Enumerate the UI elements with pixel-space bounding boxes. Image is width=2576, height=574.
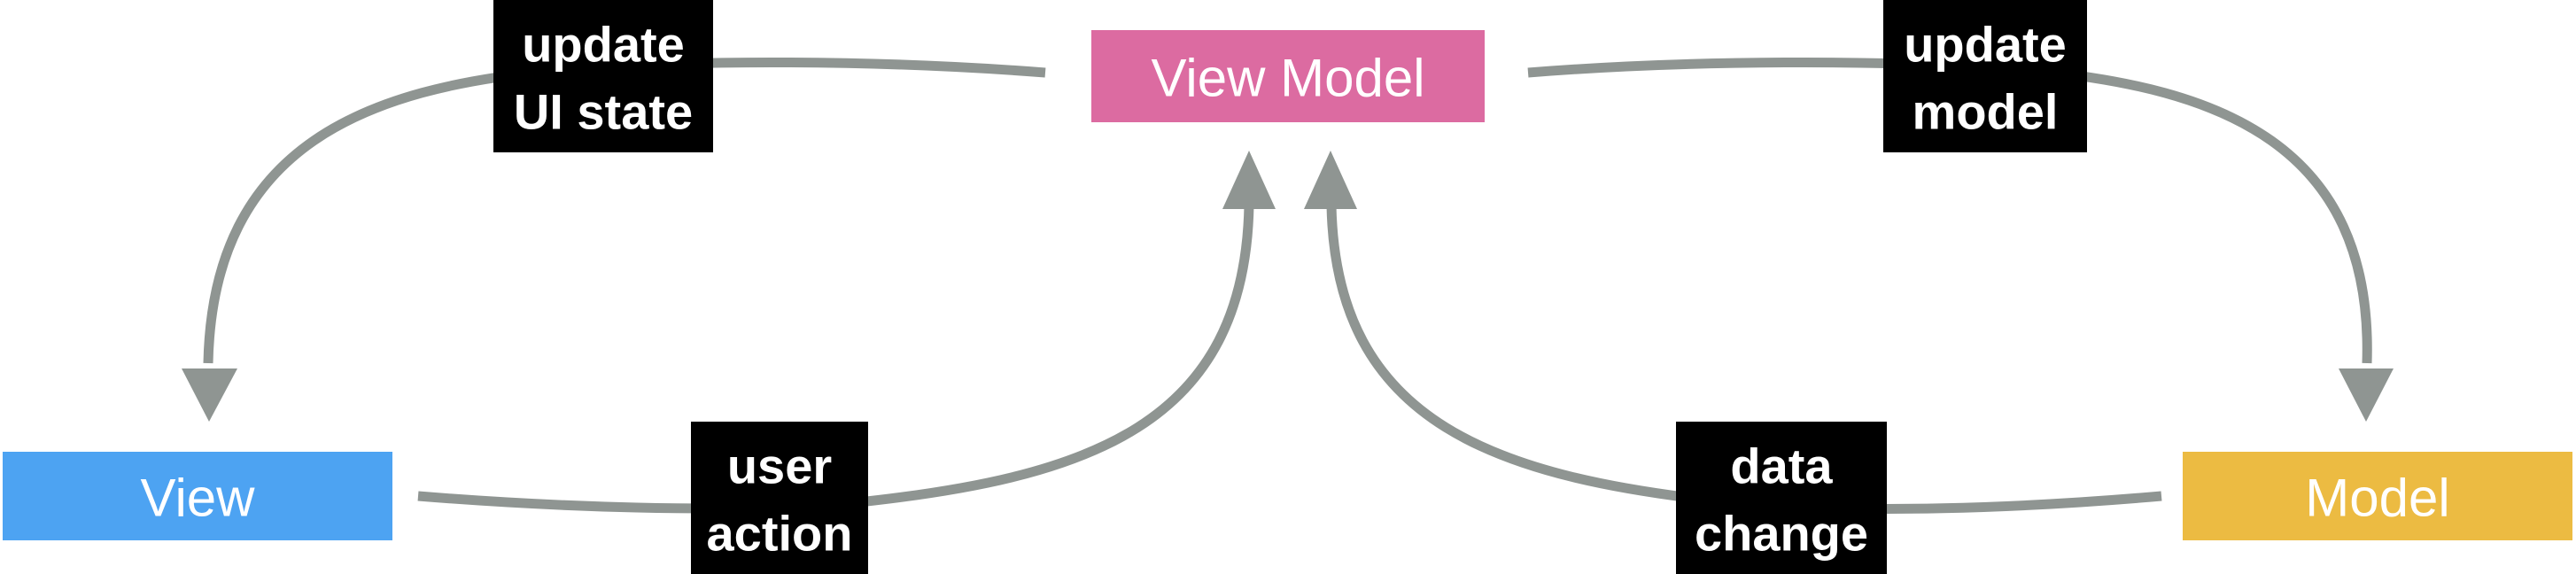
edge-user-action bbox=[417, 151, 1276, 514]
label-update-model-line1: update bbox=[1904, 17, 2067, 73]
model-box bbox=[2183, 452, 2572, 540]
arrowhead-user-action-to-view-model bbox=[1222, 151, 1276, 209]
label-data-change-line2: change bbox=[1695, 506, 1868, 562]
label-update-ui-state-line1: update bbox=[522, 17, 685, 73]
node-view-model: View Model bbox=[1091, 30, 1485, 122]
label-user-action-box bbox=[691, 422, 868, 574]
arrowhead-to-view bbox=[182, 368, 237, 422]
label-user-action: user action bbox=[691, 422, 868, 574]
arrowhead-to-model bbox=[2339, 368, 2394, 422]
label-data-change: data change bbox=[1676, 422, 1887, 574]
label-update-model-box bbox=[1883, 0, 2087, 152]
edge-user-action-line bbox=[417, 205, 1254, 514]
node-view: View bbox=[3, 452, 392, 540]
label-update-ui-state-box bbox=[493, 0, 713, 152]
label-update-model-line2: model bbox=[1913, 84, 2059, 140]
label-user-action-line2: action bbox=[707, 506, 853, 562]
view-label: View bbox=[141, 469, 256, 528]
label-data-change-box bbox=[1676, 422, 1887, 574]
model-label: Model bbox=[2305, 469, 2449, 528]
view-box bbox=[3, 452, 392, 540]
view-model-label: View Model bbox=[1151, 49, 1424, 108]
label-user-action-line1: user bbox=[727, 438, 832, 494]
label-update-ui-state-line2: UI state bbox=[514, 84, 693, 140]
label-data-change-line1: data bbox=[1730, 438, 1833, 494]
label-update-ui-state: update UI state bbox=[493, 0, 713, 152]
view-model-box bbox=[1091, 30, 1485, 122]
label-update-model: update model bbox=[1883, 0, 2087, 152]
arrowhead-data-change-to-view-model bbox=[1304, 151, 1357, 209]
node-model: Model bbox=[2183, 452, 2572, 540]
